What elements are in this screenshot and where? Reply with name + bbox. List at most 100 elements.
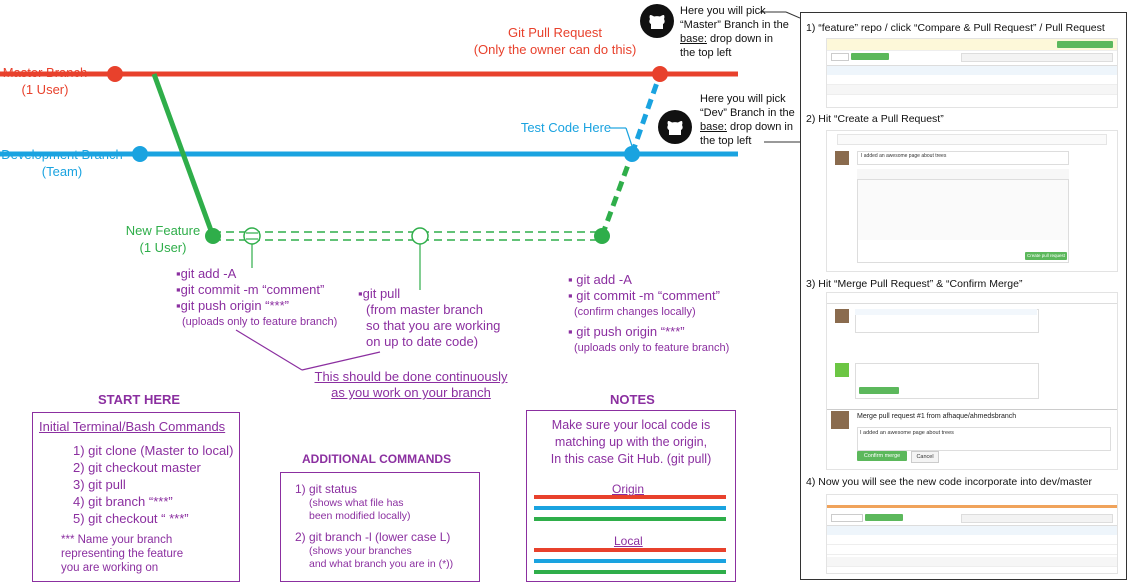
feature-branch-diagonal <box>151 73 216 237</box>
note-underlined: base: <box>700 121 727 133</box>
command-note: (confirm changes locally) <box>574 306 696 318</box>
step-4-label: 4) Now you will see the new code incorpo… <box>806 476 1092 488</box>
note-line: matching up with the origin, <box>554 435 708 449</box>
feature-branch-title: New Feature <box>125 223 201 238</box>
command-note: been modified locally) <box>309 510 411 522</box>
local-label: Local <box>614 534 643 548</box>
merge-message-field[interactable]: I added an awesome page about trees <box>857 427 1111 451</box>
pull-commands: ▪git pull (from master branch so that yo… <box>358 286 500 350</box>
start-here-heading: START HERE <box>98 392 181 407</box>
screenshot-create-pull-request: I added an awesome page about trees Crea… <box>826 130 1118 272</box>
push-commands: ▪ git add -A ▪ git commit -m “comment” (… <box>568 272 729 356</box>
additional-commands-heading: ADDITIONAL COMMANDS <box>302 452 452 466</box>
master-branch-label: Master Branch (1 User) <box>0 64 90 98</box>
screenshot-incorporated-code <box>826 494 1118 574</box>
development-branch-title: Development Branch <box>1 147 123 162</box>
feature-branch-users: (1 User) <box>139 240 187 255</box>
footnote-line: *** Name your branch <box>61 534 173 546</box>
note-line: Make sure your local code is <box>551 418 711 432</box>
screenshot-merge-pull-request: Merge pull request #1 from afhaque/ahmed… <box>826 292 1118 470</box>
note-underlined: base: <box>680 33 707 45</box>
origin-label: Origin <box>612 482 645 496</box>
master-merge-node <box>652 66 668 82</box>
feature-branch-label: New Feature (1 User) <box>118 222 208 256</box>
note-line: “Dev” Branch in the <box>700 107 795 119</box>
pull-request-note: (Only the owner can do this) <box>473 42 637 57</box>
feature-start-node <box>205 228 221 244</box>
feature-end-node <box>594 228 610 244</box>
list-item: 4) git branch “***” <box>73 494 173 509</box>
commit-node-1 <box>243 227 261 245</box>
footnote-line: representing the feature <box>61 548 184 560</box>
continuous-note: This should be done continuously as you … <box>306 369 516 401</box>
list-item: 3) git pull <box>73 477 126 492</box>
command-line: 2) git branch -l (lower case L) <box>295 530 451 544</box>
notes-heading: NOTES <box>610 392 655 407</box>
note-line: base: drop down in <box>700 120 795 134</box>
list-item: 1) git clone (Master to local) <box>73 443 234 458</box>
notes-box: Make sure your local code is matching up… <box>526 410 736 582</box>
merge-title: Merge pull request #1 from afhaque/ahmed… <box>857 413 1017 420</box>
step-2-label: 2) Hit “Create a Pull Request” <box>806 113 944 125</box>
note-line: Here you will pick <box>700 93 786 105</box>
start-here-box: Initial Terminal/Bash Commands 1) git cl… <box>32 412 240 582</box>
note-line: the top left <box>700 135 752 147</box>
master-branch-title: Master Branch <box>2 65 88 80</box>
note-dev-base: Here you will pick “Dev” Branch in the b… <box>700 92 795 148</box>
command-note: (shows what file has <box>309 497 404 509</box>
note-master-base: Here you will pick “Master” Branch in th… <box>680 4 789 60</box>
pull-request-title: Git Pull Request <box>508 25 602 40</box>
note-line: “Master” Branch in the <box>680 19 789 31</box>
command-note: (from master branch <box>366 302 484 317</box>
command-note: (uploads only to feature branch) <box>182 316 338 328</box>
master-branch-users: (1 User) <box>21 82 69 97</box>
note-line: This should be done continuously <box>314 369 508 384</box>
development-branch-users: (Team) <box>41 164 83 179</box>
dev-merge-node <box>624 146 640 162</box>
command-note: and what branch you are in (*)) <box>309 558 454 570</box>
note-line: the top left <box>680 47 732 59</box>
start-here-title: Initial Terminal/Bash Commands <box>39 419 226 434</box>
additional-commands-box: 1) git status (shows what file has been … <box>280 472 480 582</box>
note-line: In this case Git Hub. (git pull) <box>550 452 712 466</box>
command-note: (uploads only to feature branch) <box>574 342 730 354</box>
step-3-label: 3) Hit “Merge Pull Request” & “Confirm M… <box>806 278 1023 290</box>
list-item: 2) git checkout master <box>73 460 201 475</box>
command-line: ▪ git push origin “***” <box>568 324 685 339</box>
command-note: so that you are working <box>366 318 501 333</box>
command-line: ▪git add -A <box>176 266 237 281</box>
note-line: Here you will pick <box>680 5 766 17</box>
start-here-list: 1) git clone (Master to local) 2) git ch… <box>73 442 239 527</box>
pull-request-label: Git Pull Request (Only the owner can do … <box>470 24 640 58</box>
pr-title-field: I added an awesome page about trees <box>857 151 1069 165</box>
github-octocat-icon <box>640 4 674 38</box>
footnote-line: you are working on <box>61 562 159 574</box>
screenshot-compare-pull-request <box>826 38 1118 108</box>
note-line: as you work on your branch <box>331 385 491 400</box>
note-text: drop down in <box>726 121 793 133</box>
confirm-merge-button[interactable]: Confirm merge <box>857 451 907 461</box>
note-line: base: drop down in <box>680 32 789 46</box>
test-code-label: Test Code Here <box>520 120 612 135</box>
dev-start-node <box>132 146 148 162</box>
command-note: (shows your branches <box>309 545 412 557</box>
commit-commands: ▪git add -A ▪git commit -m “comment” ▪gi… <box>176 266 337 330</box>
create-pull-request-button[interactable]: Create pull request <box>1025 252 1067 260</box>
step-1-label: 1) “feature” repo / click “Compare & Pul… <box>806 22 1105 34</box>
development-branch-label: Development Branch (Team) <box>0 146 124 180</box>
cancel-button[interactable]: Cancel <box>911 451 939 463</box>
notes-text: Make sure your local code is matching up… <box>527 417 735 468</box>
command-line: ▪git pull <box>358 286 401 301</box>
command-line: ▪ git add -A <box>568 272 632 287</box>
command-line: ▪ git commit -m “comment” <box>568 288 720 303</box>
note-text: drop down in <box>706 33 773 45</box>
command-line: 1) git status <box>295 482 358 496</box>
master-start-node <box>107 66 123 82</box>
pull-node <box>411 227 429 245</box>
command-line: ▪git commit -m “comment” <box>176 282 325 297</box>
feature-to-dev-merge <box>599 153 635 237</box>
command-note: on up to date code) <box>366 334 479 349</box>
command-line: ▪git push origin “***” <box>176 298 289 313</box>
github-octocat-icon <box>658 110 692 144</box>
start-here-footnote: *** Name your branch representing the fe… <box>61 533 239 575</box>
